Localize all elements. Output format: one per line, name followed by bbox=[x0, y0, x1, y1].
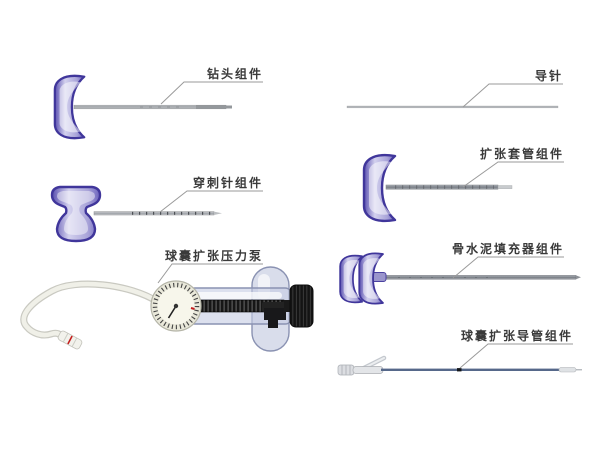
leader-puncture-needle bbox=[159, 190, 263, 213]
dilation-cannula-illustration bbox=[362, 153, 513, 223]
pump-barrel-highlight bbox=[194, 292, 282, 299]
label-guide-needle: 导针 bbox=[534, 69, 563, 83]
guide-needle-shaft bbox=[346, 105, 559, 109]
pump-knob-hub bbox=[284, 300, 294, 312]
drill-bit-tip bbox=[196, 105, 232, 109]
label-dilation-cannula: 扩张套管组件 bbox=[479, 147, 564, 161]
cement-filler-illustration bbox=[339, 252, 581, 305]
pump-knob bbox=[289, 284, 314, 328]
leader-balloon-pump bbox=[157, 263, 263, 284]
gauge-hub bbox=[173, 303, 179, 309]
catheter-luer-hub bbox=[337, 364, 384, 376]
leader-cement-filler bbox=[452, 256, 564, 279]
pump-tube-connector bbox=[57, 330, 83, 350]
gauge-needle bbox=[167, 305, 177, 319]
label-cement-filler: 骨水泥填充器组件 bbox=[451, 242, 564, 256]
puncture-needle-illustration bbox=[50, 185, 222, 243]
balloon-catheter-illustration bbox=[337, 355, 582, 376]
drill-bit-illustration bbox=[53, 74, 232, 140]
catheter-depth-marker bbox=[457, 368, 462, 372]
gauge-red-mark bbox=[190, 307, 195, 310]
cement-filler-tip bbox=[576, 275, 581, 280]
cannula-texture bbox=[394, 185, 494, 189]
label-balloon-pump: 球囊扩张压力泵 bbox=[164, 249, 263, 263]
balloon-pump-illustration bbox=[20, 266, 314, 352]
pump-pressure-gauge bbox=[150, 280, 202, 332]
cannula-tip bbox=[497, 185, 513, 189]
pump-release-trigger bbox=[262, 302, 288, 328]
leader-drill-bit bbox=[160, 81, 263, 105]
catheter-shaft bbox=[381, 368, 561, 371]
guide-needle-illustration bbox=[346, 105, 559, 109]
label-drill-bit: 钻头组件 bbox=[206, 67, 263, 81]
puncture-needle-graduations bbox=[132, 211, 212, 215]
leader-dilation-cannula bbox=[462, 161, 564, 188]
label-puncture-needle: 穿刺针组件 bbox=[192, 176, 263, 190]
leader-guide-needle bbox=[462, 83, 563, 108]
puncture-needle-tip bbox=[214, 211, 222, 215]
label-balloon-catheter: 球囊扩张导管组件 bbox=[460, 329, 573, 343]
leader-balloon-catheter bbox=[459, 343, 573, 369]
pump-tube bbox=[21, 281, 161, 341]
